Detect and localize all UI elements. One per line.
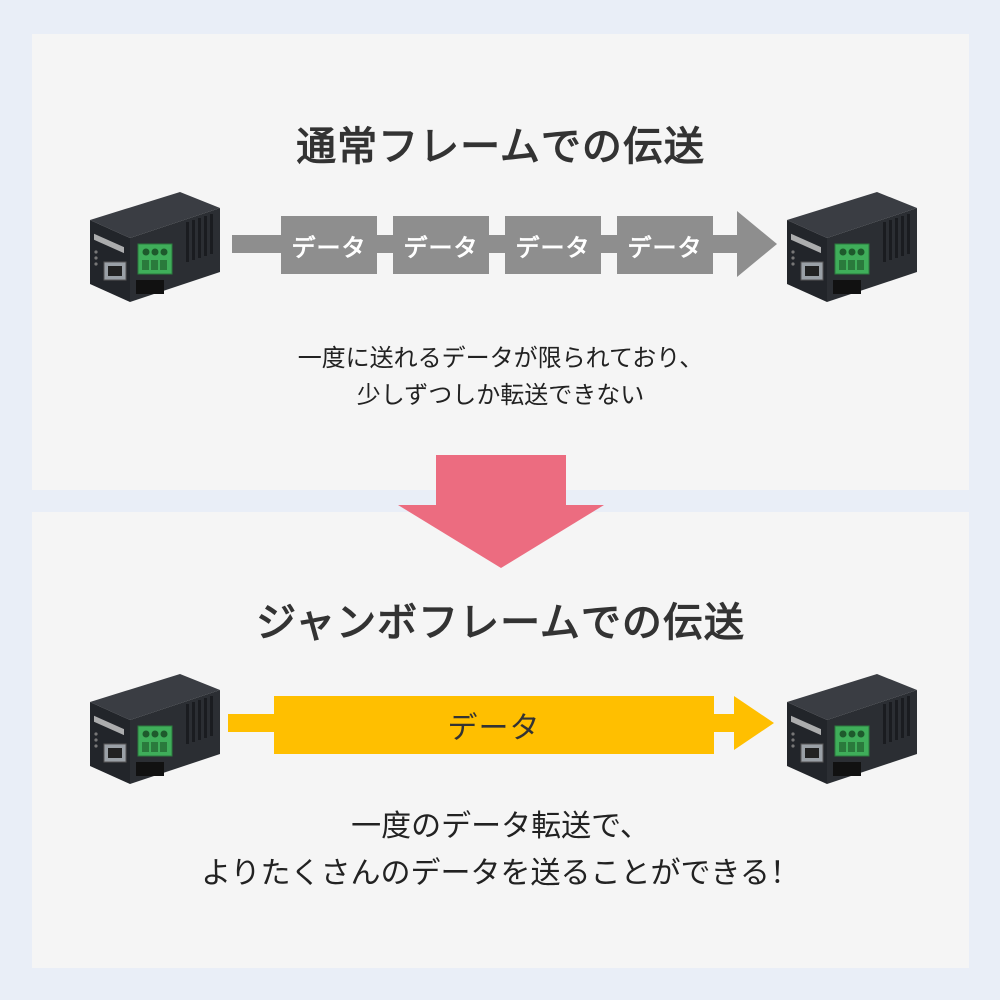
normal-frame-panel: 通常フレームでの伝送 データ データ データ データ 一度に送れるデータが限られ…	[32, 34, 969, 490]
caption-line: 少しずつしか転送できない	[356, 381, 645, 410]
data-packet-jumbo: データ	[274, 696, 714, 754]
media-converter-left-icon	[90, 674, 220, 784]
data-packet: データ	[281, 216, 377, 274]
jumbo-frame-title: ジャンボフレームでの伝送	[256, 600, 745, 646]
jumbo-frame-panel: ジャンボフレームでの伝送 データ 一度のデータ転送で、 よりたくさんのデータを送…	[32, 512, 969, 968]
caption-line: 一度に送れるデータが限られており、	[297, 344, 704, 372]
caption-line: よりたくさんのデータを送ることができる！	[201, 855, 800, 891]
normal-frame-caption: 一度に送れるデータが限られており、 少しずつしか転送できない	[32, 340, 969, 414]
caption-line: 一度のデータ転送で、	[351, 809, 650, 844]
normal-frame-title: 通常フレームでの伝送	[296, 124, 705, 170]
data-packet: データ	[617, 216, 713, 274]
jumbo-frame-caption: 一度のデータ転送で、 よりたくさんのデータを送ることができる！	[32, 804, 969, 897]
down-arrow-icon	[398, 455, 604, 568]
media-converter-right-icon	[787, 192, 917, 302]
media-converter-left-icon	[90, 192, 220, 302]
data-packet: データ	[505, 216, 601, 274]
data-packet: データ	[393, 216, 489, 274]
media-converter-right-icon	[787, 674, 917, 784]
